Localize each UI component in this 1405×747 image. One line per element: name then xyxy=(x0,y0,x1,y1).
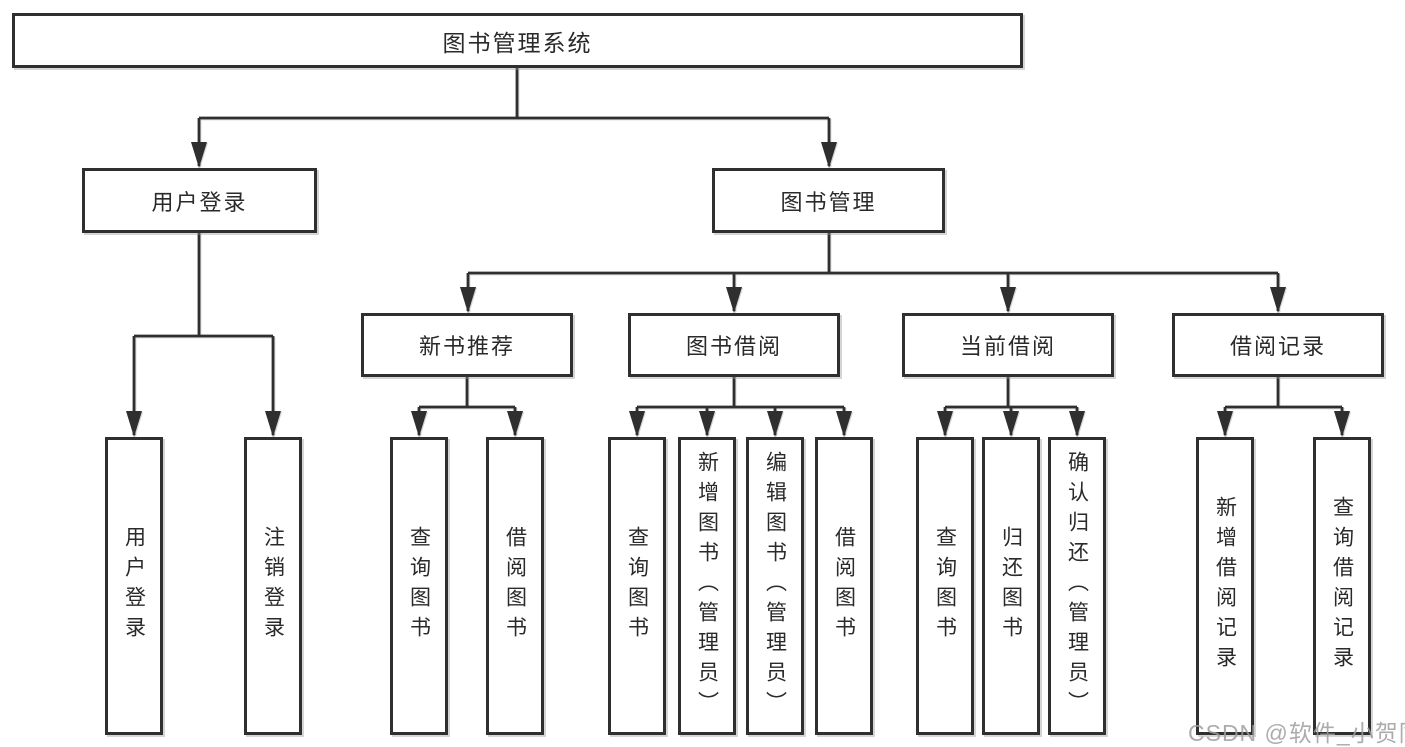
node-query-books: 查询图书 xyxy=(608,437,666,735)
node-edit-books-admin: 编辑图书（管理员） xyxy=(746,437,804,735)
node-query-borrow-record: 查询借阅记录 xyxy=(1313,437,1371,735)
node-label: 注销登录 xyxy=(261,526,285,646)
node-query-books: 查询图书 xyxy=(916,437,974,735)
node-confirm-return-admin: 确认归还（管理员） xyxy=(1048,437,1106,735)
node-label: 新书推荐 xyxy=(418,334,515,359)
node-book-management: 图书管理 xyxy=(712,168,945,233)
node-current-borrow: 当前借阅 xyxy=(902,313,1114,377)
node-label: 图书借阅 xyxy=(685,334,782,359)
node-label: 查询图书 xyxy=(407,526,431,646)
node-book-borrow: 图书借阅 xyxy=(628,313,840,377)
node-add-books-admin: 新增图书（管理员） xyxy=(678,437,736,735)
node-user-login-leaf: 用户登录 xyxy=(105,437,163,735)
node-label: 新增借阅记录 xyxy=(1213,496,1237,676)
node-borrow-books: 借阅图书 xyxy=(486,437,544,735)
node-return-books: 归还图书 xyxy=(982,437,1040,735)
node-query-books: 查询图书 xyxy=(390,437,448,735)
node-borrow-records: 借阅记录 xyxy=(1172,313,1384,377)
node-library-management-system: 图书管理系统 xyxy=(12,13,1023,68)
node-add-borrow-record: 新增借阅记录 xyxy=(1196,437,1254,735)
node-user-login: 用户登录 xyxy=(82,168,317,233)
node-label: 确认归还（管理员） xyxy=(1065,451,1089,721)
node-label: 借阅图书 xyxy=(832,526,856,646)
node-label: 归还图书 xyxy=(999,526,1023,646)
node-label: 当前借阅 xyxy=(959,334,1056,359)
node-label: 查询借阅记录 xyxy=(1330,496,1354,676)
node-label: 借阅记录 xyxy=(1229,334,1326,359)
node-label: 图书管理系统 xyxy=(442,29,593,56)
node-label: 编辑图书（管理员） xyxy=(763,451,787,721)
csdn-watermark: CSDN @软件_小贺同学 xyxy=(1188,720,1405,746)
node-new-book-recommend: 新书推荐 xyxy=(361,313,573,377)
node-label: 图书管理 xyxy=(780,189,877,215)
node-label: 借阅图书 xyxy=(503,526,527,646)
node-borrow-books: 借阅图书 xyxy=(815,437,873,735)
node-label: 查询图书 xyxy=(625,526,649,646)
node-logout-leaf: 注销登录 xyxy=(244,437,302,735)
node-label: 查询图书 xyxy=(933,526,957,646)
node-label: 用户登录 xyxy=(122,526,146,646)
node-label: 用户登录 xyxy=(151,189,248,215)
node-label: 新增图书（管理员） xyxy=(695,451,719,721)
